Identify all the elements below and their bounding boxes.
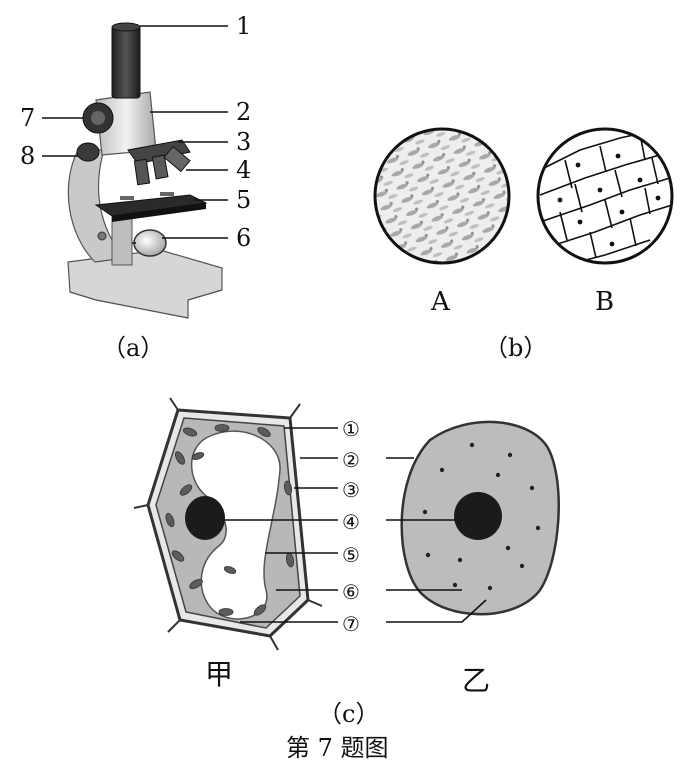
panel-c-cells: ① ② ③ ④ ⑤ ⑥ ⑦ 甲 乙 （c） — [133, 397, 560, 728]
label-a-2: 2 — [236, 98, 251, 126]
label-c-5: ⑤ — [342, 543, 360, 567]
label-a-1: 1 — [236, 12, 251, 40]
panel-a-microscope: 1 2 3 4 5 6 7 8 （a） — [20, 12, 251, 362]
view-a-circle — [373, 127, 511, 265]
fine-focus-knob — [76, 142, 100, 162]
figure-caption: 第 7 题图 — [286, 734, 389, 762]
label-a-4: 4 — [236, 156, 251, 184]
plant-nucleus — [185, 496, 225, 540]
vacuole — [191, 430, 281, 620]
cell-label-jia: 甲 — [205, 658, 233, 691]
label-c-7: ⑦ — [342, 612, 360, 636]
animal-cell — [400, 420, 560, 616]
label-a-8: 8 — [20, 142, 35, 170]
microscope-mirror — [133, 229, 167, 257]
label-a-6: 6 — [236, 224, 251, 252]
label-c-1: ① — [342, 417, 360, 441]
plant-cell — [133, 397, 323, 651]
caption-a: （a） — [102, 334, 164, 362]
view-b-circle — [536, 127, 674, 265]
label-c-4: ④ — [342, 510, 360, 534]
label-c-6: ⑥ — [342, 580, 360, 604]
label-a-7: 7 — [20, 104, 35, 132]
caption-c: （c） — [318, 700, 379, 728]
label-c-3: ③ — [342, 478, 360, 502]
chloroplasts — [165, 424, 295, 616]
label-a-5: 5 — [236, 186, 251, 214]
animal-nucleus — [454, 492, 502, 540]
caption-b: （b） — [484, 334, 547, 362]
label-a-3: 3 — [236, 128, 251, 156]
microscope-objective — [133, 158, 151, 186]
panel-b-views: A B （b） — [373, 127, 674, 362]
microscope-base — [67, 249, 223, 319]
cell-label-yi: 乙 — [462, 664, 490, 697]
view-b-label: B — [595, 287, 614, 317]
label-c-2: ② — [342, 448, 360, 472]
microscope-nosepiece — [127, 139, 191, 165]
microscope-eyepiece — [111, 25, 141, 99]
view-a-label: A — [430, 287, 451, 317]
animal-granules — [422, 442, 541, 591]
